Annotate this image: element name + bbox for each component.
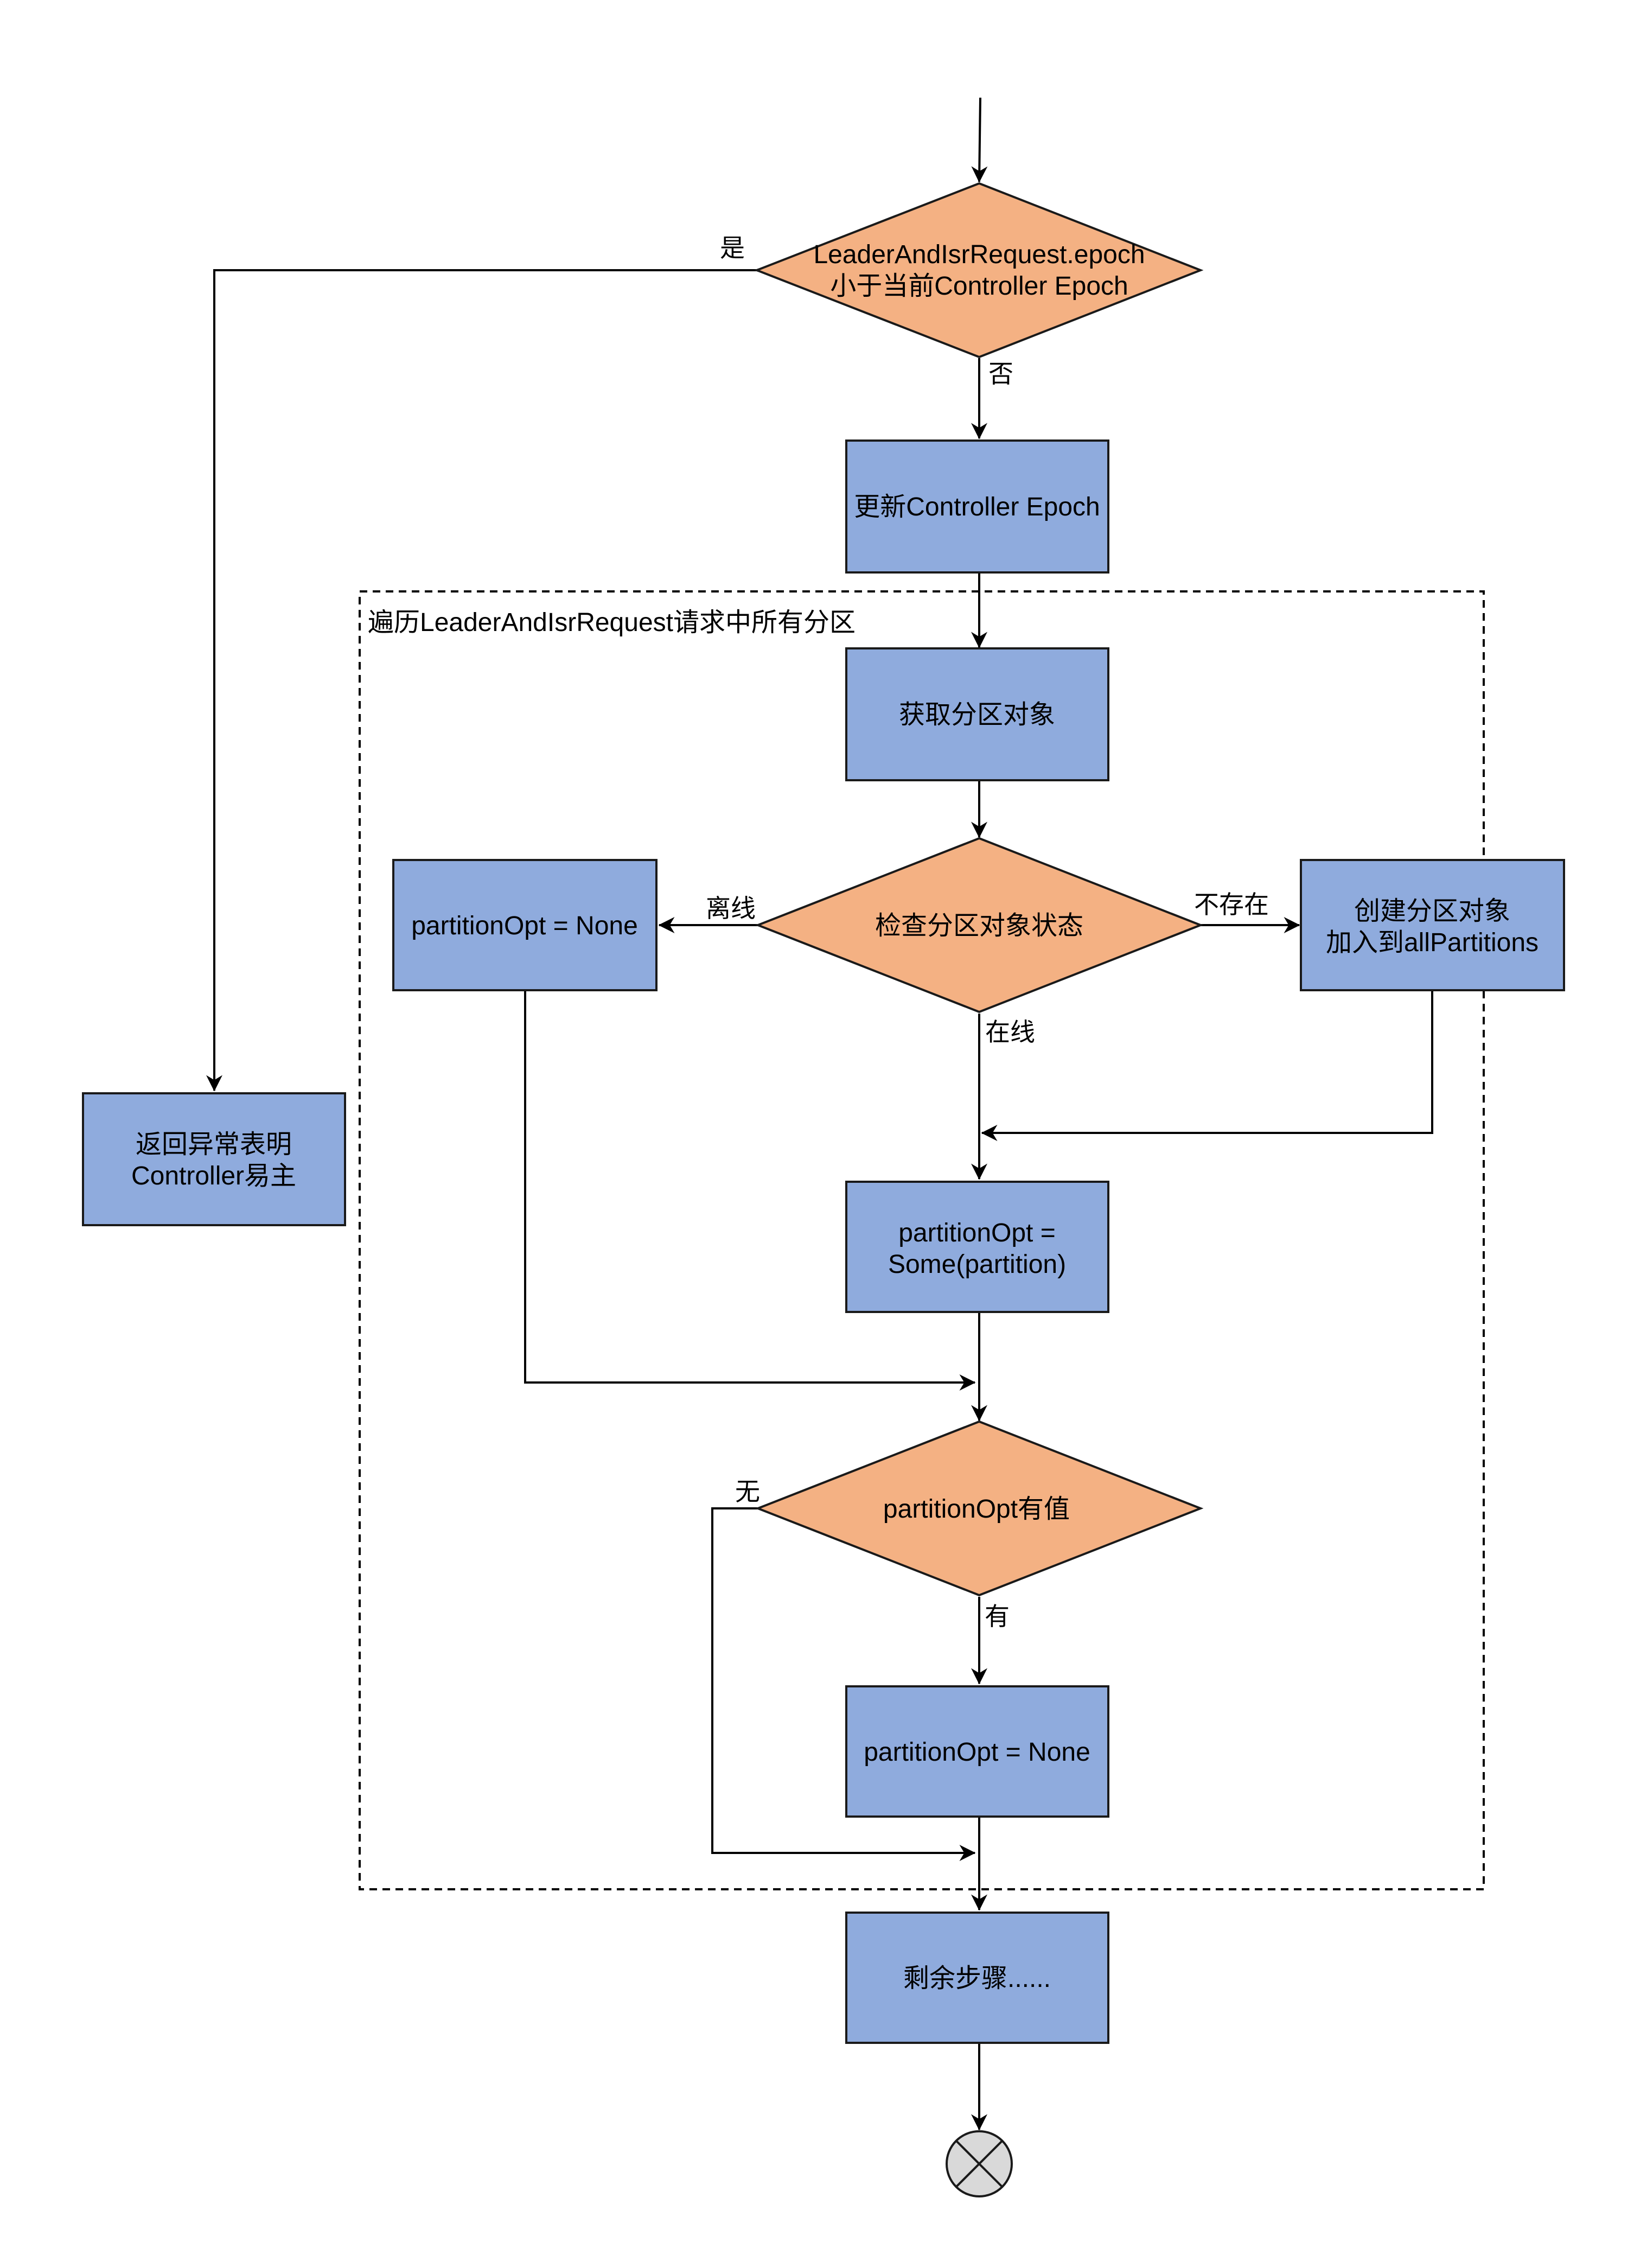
decision-check-epoch: LeaderAndIsrRequest.epoch 小于当前Controller… — [754, 182, 1204, 359]
process-set-none-label: partitionOpt = None — [864, 1738, 1090, 1767]
process-remaining-label: 剩余步骤...... — [903, 1964, 1051, 1993]
edge-label-online: 在线 — [985, 1018, 1035, 1046]
process-offline-none-label: partitionOpt = None — [411, 912, 638, 940]
process-return-error-line2: Controller易主 — [131, 1162, 296, 1190]
decision-has-value-label: partitionOpt有值 — [883, 1495, 1070, 1524]
edge-label-no: 否 — [988, 360, 1013, 388]
edge-start-to-check-epoch — [971, 97, 988, 183]
decision-check-state-label: 检查分区对象状态 — [875, 912, 1083, 940]
process-some-partition-line2: Some(partition) — [888, 1250, 1066, 1279]
edge-create-to-merge — [981, 990, 1433, 1141]
edge-label-none: 无 — [735, 1477, 760, 1506]
edge-offline-none-to-merge — [524, 990, 976, 1391]
edge-label-has: 有 — [985, 1602, 1010, 1630]
process-create-partition: 创建分区对象 加入到allPartitions — [1300, 859, 1565, 991]
loop-label: 遍历LeaderAndIsrRequest请求中所有分区 — [368, 608, 856, 637]
process-create-partition-line2: 加入到allPartitions — [1326, 928, 1539, 957]
process-create-partition-line1: 创建分区对象 — [1354, 897, 1510, 926]
process-remaining: 剩余步骤...... — [845, 1912, 1109, 2044]
process-some-partition: partitionOpt = Some(partition) — [845, 1181, 1109, 1313]
decision-check-epoch-line2: 小于当前Controller Epoch — [830, 272, 1128, 301]
process-update-epoch: 更新Controller Epoch — [845, 439, 1109, 574]
process-return-error-line1: 返回异常表明 — [136, 1130, 292, 1159]
decision-check-state: 检查分区对象状态 — [755, 837, 1204, 1014]
end-x-icon — [946, 2130, 1013, 2197]
loop-frame — [359, 590, 1485, 1890]
edge-label-yes: 是 — [720, 234, 745, 262]
process-offline-none: partitionOpt = None — [392, 859, 658, 991]
process-some-partition-line1: partitionOpt = — [898, 1219, 1056, 1247]
edge-check-epoch-yes — [206, 269, 757, 1092]
process-set-none: partitionOpt = None — [845, 1685, 1109, 1818]
process-get-partition: 获取分区对象 — [845, 647, 1109, 781]
decision-check-epoch-line1: LeaderAndIsrRequest.epoch — [813, 240, 1145, 269]
edge-has-value-none — [711, 1507, 976, 1861]
edge-label-not-exist: 不存在 — [1194, 890, 1269, 919]
edge-label-offline: 离线 — [706, 894, 756, 922]
process-update-epoch-label: 更新Controller Epoch — [854, 493, 1100, 521]
process-return-error: 返回异常表明 Controller易主 — [82, 1092, 346, 1226]
decision-has-value: partitionOpt有值 — [755, 1420, 1204, 1597]
process-get-partition-label: 获取分区对象 — [899, 700, 1055, 729]
